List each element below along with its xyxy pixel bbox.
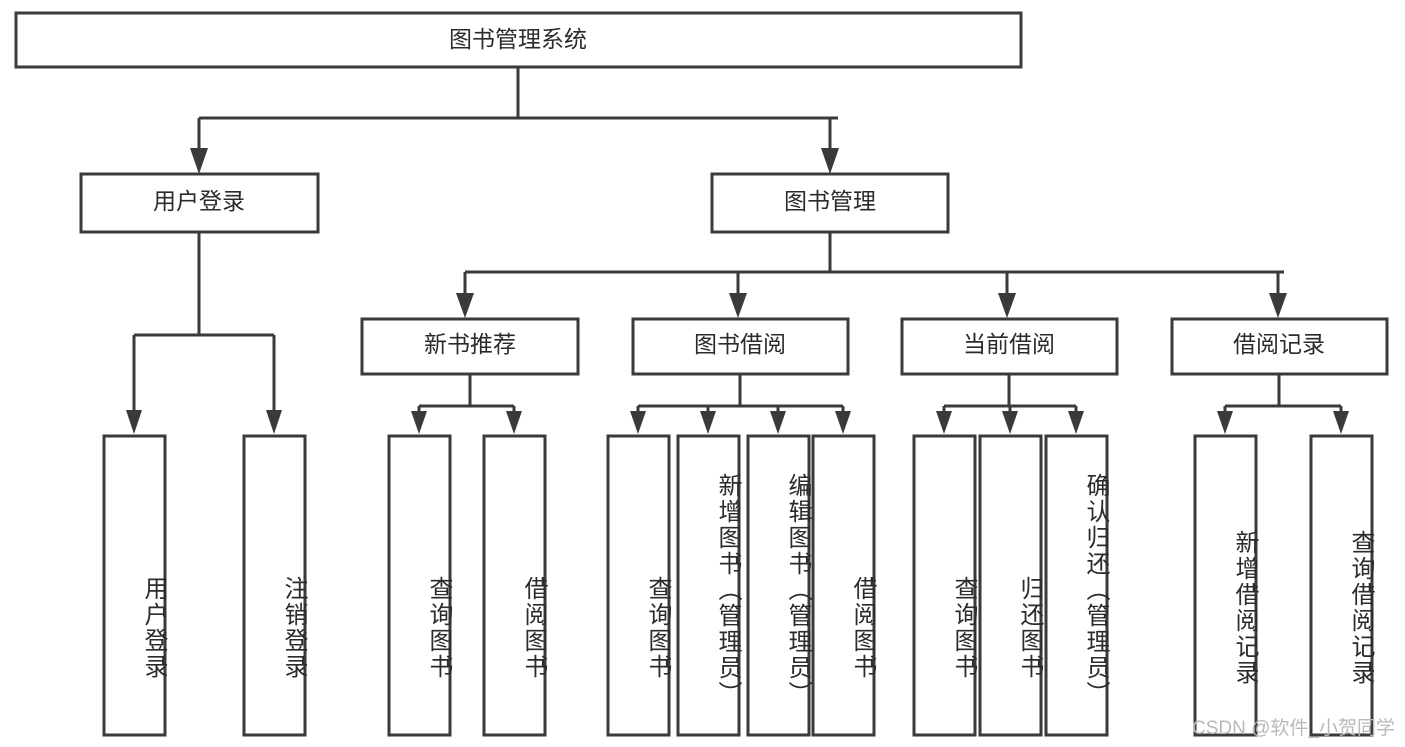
- arrow-head-l3-1: [729, 293, 747, 318]
- node-root-box[interactable]: [14, 11, 1023, 69]
- arrow-head-bb-leaf-3: [835, 411, 851, 434]
- arrow-head-cb-leaf-2: [1068, 411, 1084, 434]
- arrow-head-cb-leaf-1: [1002, 411, 1018, 434]
- leaf-boxes-book-borrow: [606, 434, 876, 737]
- arrow-head-br-leaf-1: [1333, 411, 1349, 434]
- arrow-head-book-mgmt: [821, 148, 839, 174]
- leaf-box-book-borrow-0[interactable]: [606, 434, 671, 737]
- node-new-book-recommend[interactable]: 新书推荐: [360, 317, 580, 376]
- arrow-head-ul-leaf-1: [266, 410, 282, 434]
- node-user-login[interactable]: 用户登录: [79, 172, 320, 234]
- leaf-boxes-user-login: [102, 434, 307, 737]
- arrow-head-l3-3: [1269, 293, 1287, 318]
- connector-group-book-mgmt: [456, 233, 1287, 318]
- leaf-box-book-borrow-2[interactable]: [746, 434, 811, 737]
- node-current-borrow[interactable]: 当前借阅: [900, 317, 1119, 376]
- leaf-boxes-new-book-recommend: [387, 434, 547, 737]
- node-current-borrow-box[interactable]: [900, 317, 1119, 376]
- leaf-boxes-current-borrow: [912, 434, 1109, 737]
- node-book-borrow-label: 图书借阅: [694, 331, 786, 357]
- node-user-login-box[interactable]: [79, 172, 320, 234]
- watermark-text: CSDN @软件_小贺同学: [1192, 718, 1395, 739]
- node-root-label: 图书管理系统: [449, 26, 587, 52]
- leaf-boxes-borrow-record: [1193, 434, 1374, 737]
- connector-group-user-login: [126, 233, 282, 434]
- connector-group-root: [190, 67, 839, 174]
- node-current-borrow-label: 当前借阅: [963, 331, 1055, 357]
- arrow-head-user-login: [190, 148, 208, 174]
- arrow-head-bb-leaf-2: [770, 411, 786, 434]
- arrow-head-l3-0: [456, 293, 474, 318]
- leaf-box-current-borrow-2[interactable]: [1044, 434, 1109, 737]
- leaf-box-borrow-record-0[interactable]: [1193, 434, 1258, 737]
- arrow-head-nb-leaf-0: [411, 411, 427, 434]
- leaf-box-book-borrow-3[interactable]: [811, 434, 876, 737]
- leaf-box-user-login-0[interactable]: [102, 434, 167, 737]
- node-book-borrow-box[interactable]: [631, 317, 850, 376]
- node-borrow-record-box[interactable]: [1170, 317, 1389, 376]
- connector-group-book-borrow: [630, 375, 851, 434]
- connector-group-new-book: [411, 375, 522, 434]
- leaf-box-borrow-record-1[interactable]: [1309, 434, 1374, 737]
- arrow-head-ul-leaf-0: [126, 410, 142, 434]
- node-borrow-record-label: 借阅记录: [1233, 331, 1325, 357]
- leaf-box-new-book-1[interactable]: [482, 434, 547, 737]
- node-book-management[interactable]: 图书管理: [710, 172, 950, 234]
- node-book-borrow[interactable]: 图书借阅: [631, 317, 850, 376]
- leaf-box-user-login-1[interactable]: [242, 434, 307, 737]
- node-user-login-label: 用户登录: [153, 188, 245, 214]
- arrow-head-bb-leaf-1: [700, 411, 716, 434]
- node-new-book-recommend-box[interactable]: [360, 317, 580, 376]
- arrow-head-nb-leaf-1: [506, 411, 522, 434]
- leaf-box-current-borrow-1[interactable]: [978, 434, 1043, 737]
- leaf-box-new-book-0[interactable]: [387, 434, 452, 737]
- arrow-head-l3-2: [998, 293, 1016, 318]
- arrow-head-bb-leaf-0: [630, 411, 646, 434]
- connector-group-borrow-record: [1217, 375, 1349, 434]
- node-new-book-recommend-label: 新书推荐: [424, 331, 516, 357]
- arrow-head-br-leaf-0: [1217, 411, 1233, 434]
- node-book-management-box[interactable]: [710, 172, 950, 234]
- connector-group-current-borrow: [936, 375, 1084, 434]
- node-book-management-label: 图书管理: [784, 188, 876, 214]
- leaf-box-current-borrow-0[interactable]: [912, 434, 977, 737]
- leaf-box-book-borrow-1[interactable]: [676, 434, 741, 737]
- arrow-head-cb-leaf-0: [936, 411, 952, 434]
- node-borrow-record[interactable]: 借阅记录: [1170, 317, 1389, 376]
- node-root[interactable]: 图书管理系统: [14, 11, 1023, 69]
